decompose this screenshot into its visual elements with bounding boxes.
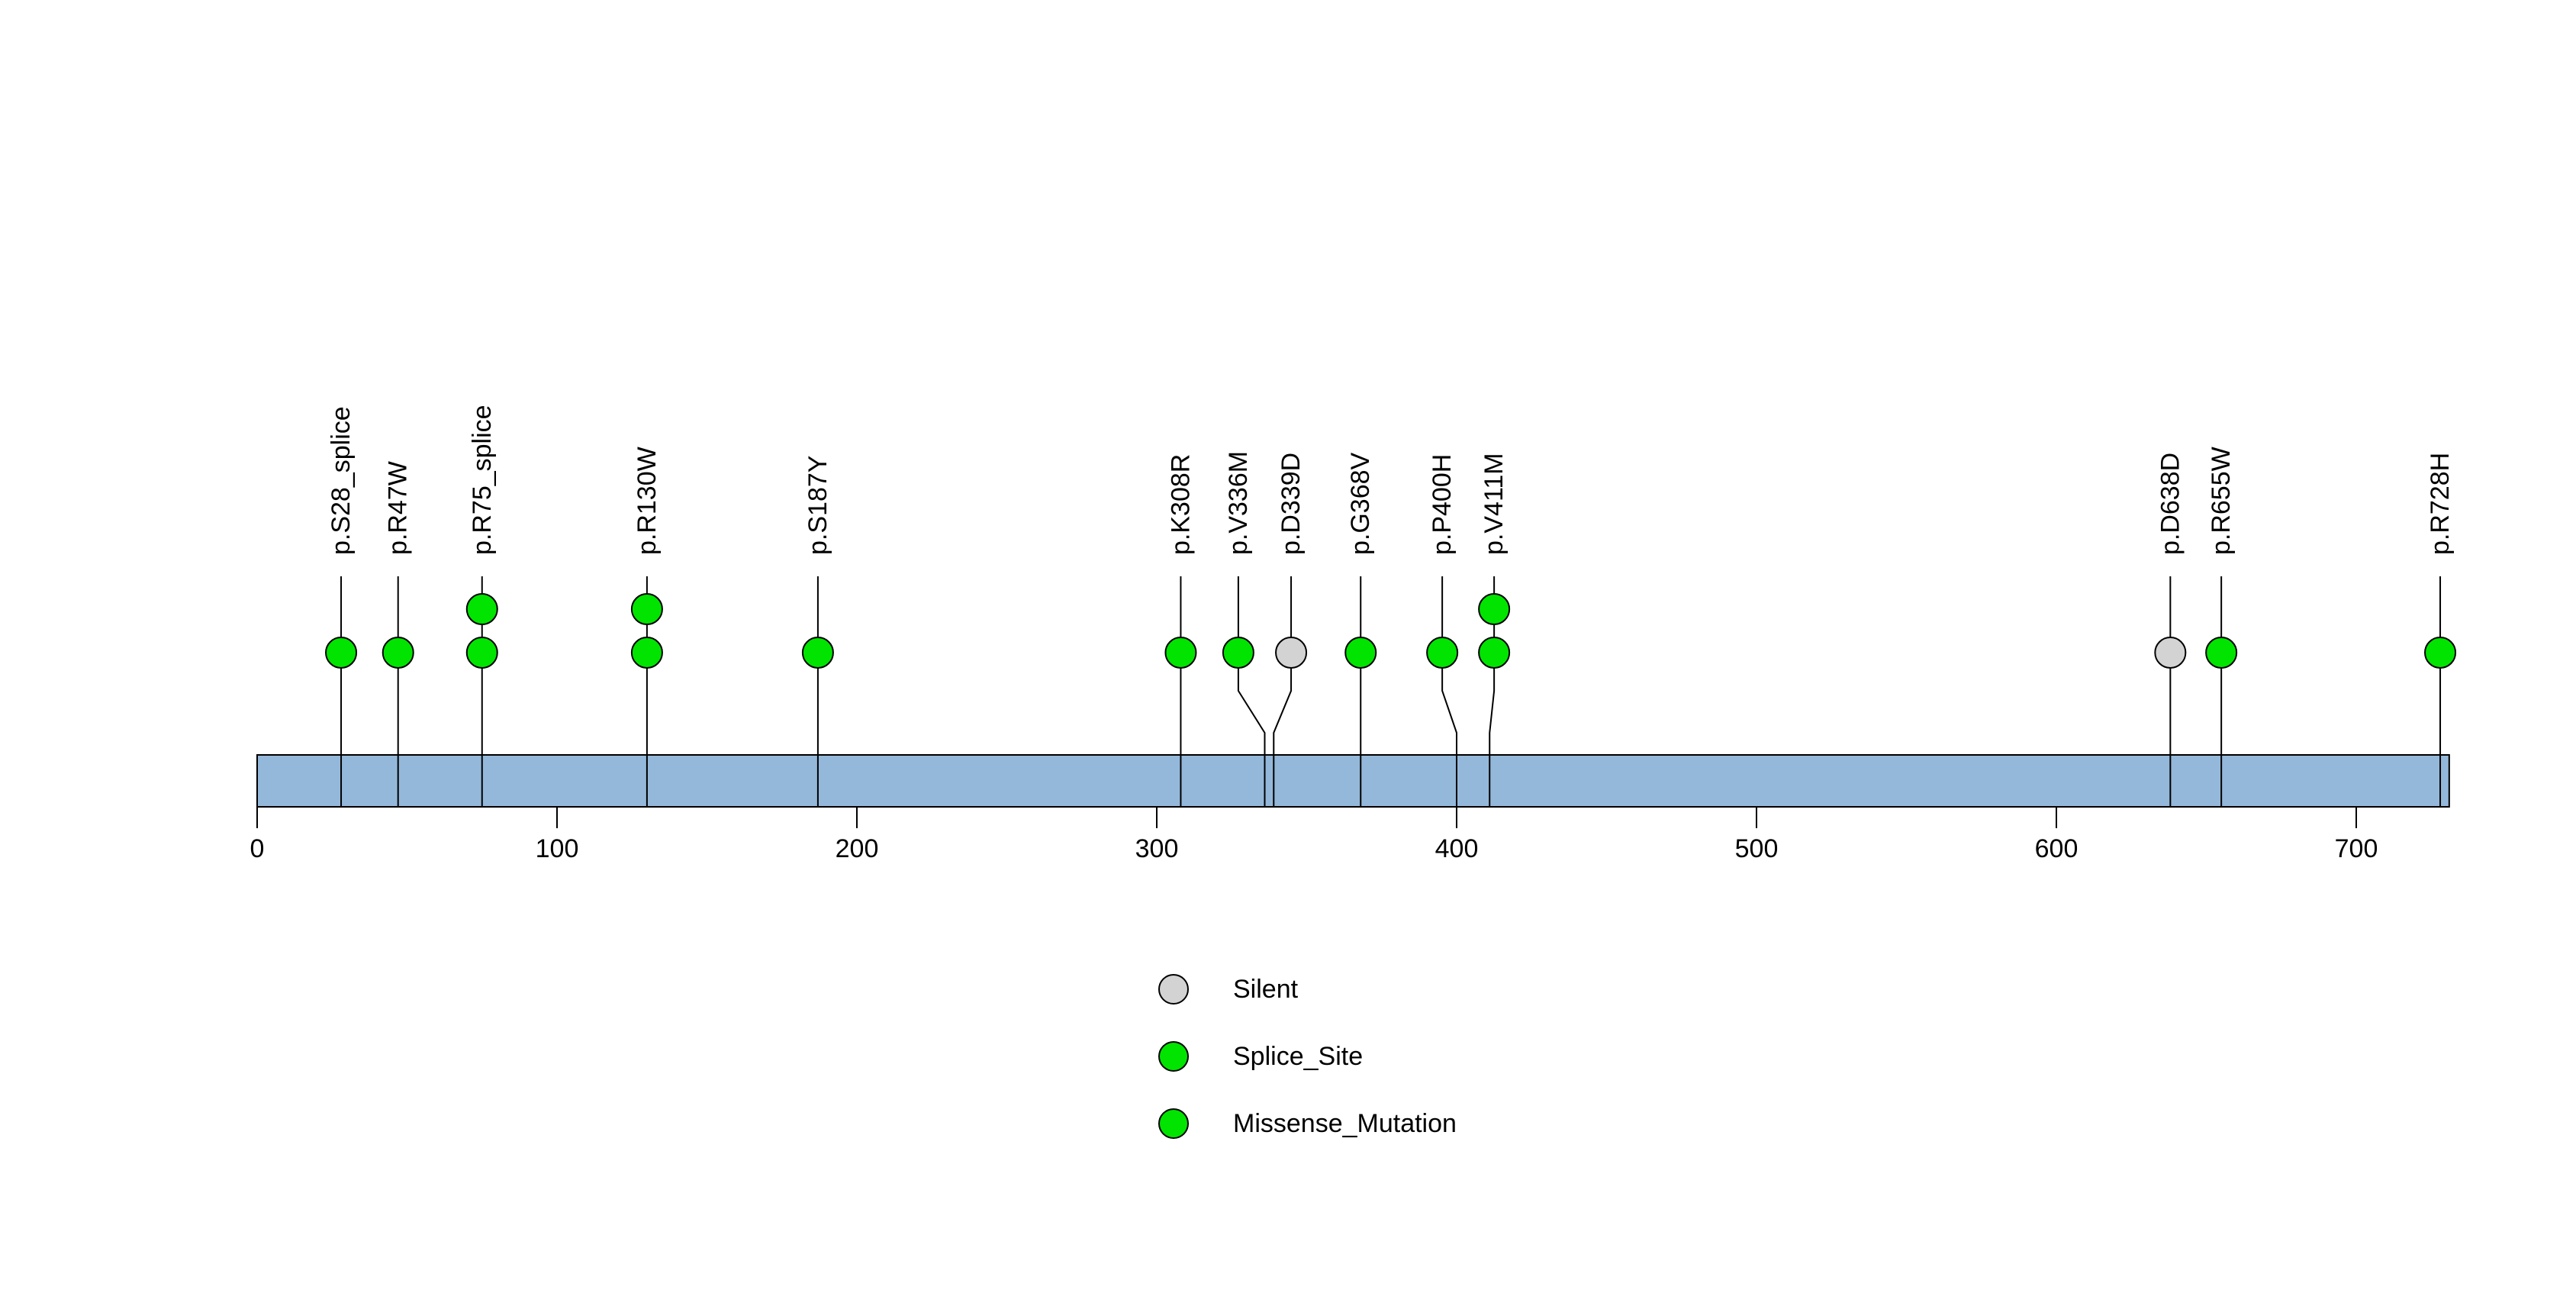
mutation-lollipop [630,637,663,669]
mutation-lollipop [1478,593,1511,625]
mutation-label: p.V336M [1224,451,1253,555]
legend-swatch-icon [1158,1041,1189,1072]
mutation-lollipop [801,637,834,669]
legend-label: Silent [1233,975,1299,1004]
mutation-label: p.R130W [633,447,662,555]
protein-backbone [256,754,2450,808]
mutation-lollipop [2205,637,2238,669]
mutation-label: p.R728H [2426,453,2455,555]
axis-tick-label: 100 [536,834,579,863]
legend-item: Missense_Mutation [1158,1108,1457,1139]
legend-swatch-icon [1158,974,1189,1005]
mutation-label: p.V411M [1480,453,1509,555]
legend-swatch-icon [1158,1108,1189,1139]
mutation-lollipop [465,637,498,669]
legend-label: Missense_Mutation [1233,1109,1457,1138]
legend-label: Splice_Site [1233,1042,1363,1071]
mutation-lollipop [1164,637,1197,669]
mutation-label: p.R655W [2207,447,2236,555]
mutation-lollipop [2154,637,2187,669]
axis-tick-label: 300 [1135,834,1179,863]
mutation-label: p.P400H [1428,454,1457,555]
mutation-lollipop [1222,637,1254,669]
mutation-label: p.R75_splice [468,405,497,555]
mutation-label: p.S28_splice [327,406,356,555]
legend-item: Silent [1158,974,1299,1005]
mutation-label: p.K308R [1166,454,1195,555]
mutation-stem [1273,576,1293,807]
mutation-lollipop [2424,637,2457,669]
axis-tick-label: 400 [1435,834,1479,863]
mutation-stem [1489,576,1496,807]
axis-tick-label: 200 [836,834,879,863]
mutation-label: p.D638D [2156,453,2185,555]
axis-tick-label: 500 [1735,834,1779,863]
mutation-label: p.G368V [1346,452,1375,555]
mutation-stem [1237,576,1266,807]
mutation-lollipop [1426,637,1459,669]
mutation-lollipop [325,637,358,669]
mutation-stem [1441,576,1457,807]
mutation-lollipop [1275,637,1308,669]
axis-tick-label: 700 [2335,834,2378,863]
axis-tick-label: 0 [250,834,265,863]
mutation-lollipop [630,593,663,625]
mutation-lollipop [1344,637,1377,669]
axis-tick-label: 600 [2035,834,2079,863]
legend-item: Splice_Site [1158,1041,1363,1072]
mutation-lollipop [1478,637,1511,669]
mutation-label: p.S187Y [803,456,832,555]
mutation-lollipop [382,637,414,669]
mutation-lollipop [465,593,498,625]
mutation-label: p.D339D [1277,453,1306,555]
mutation-label: p.R47W [384,461,413,555]
